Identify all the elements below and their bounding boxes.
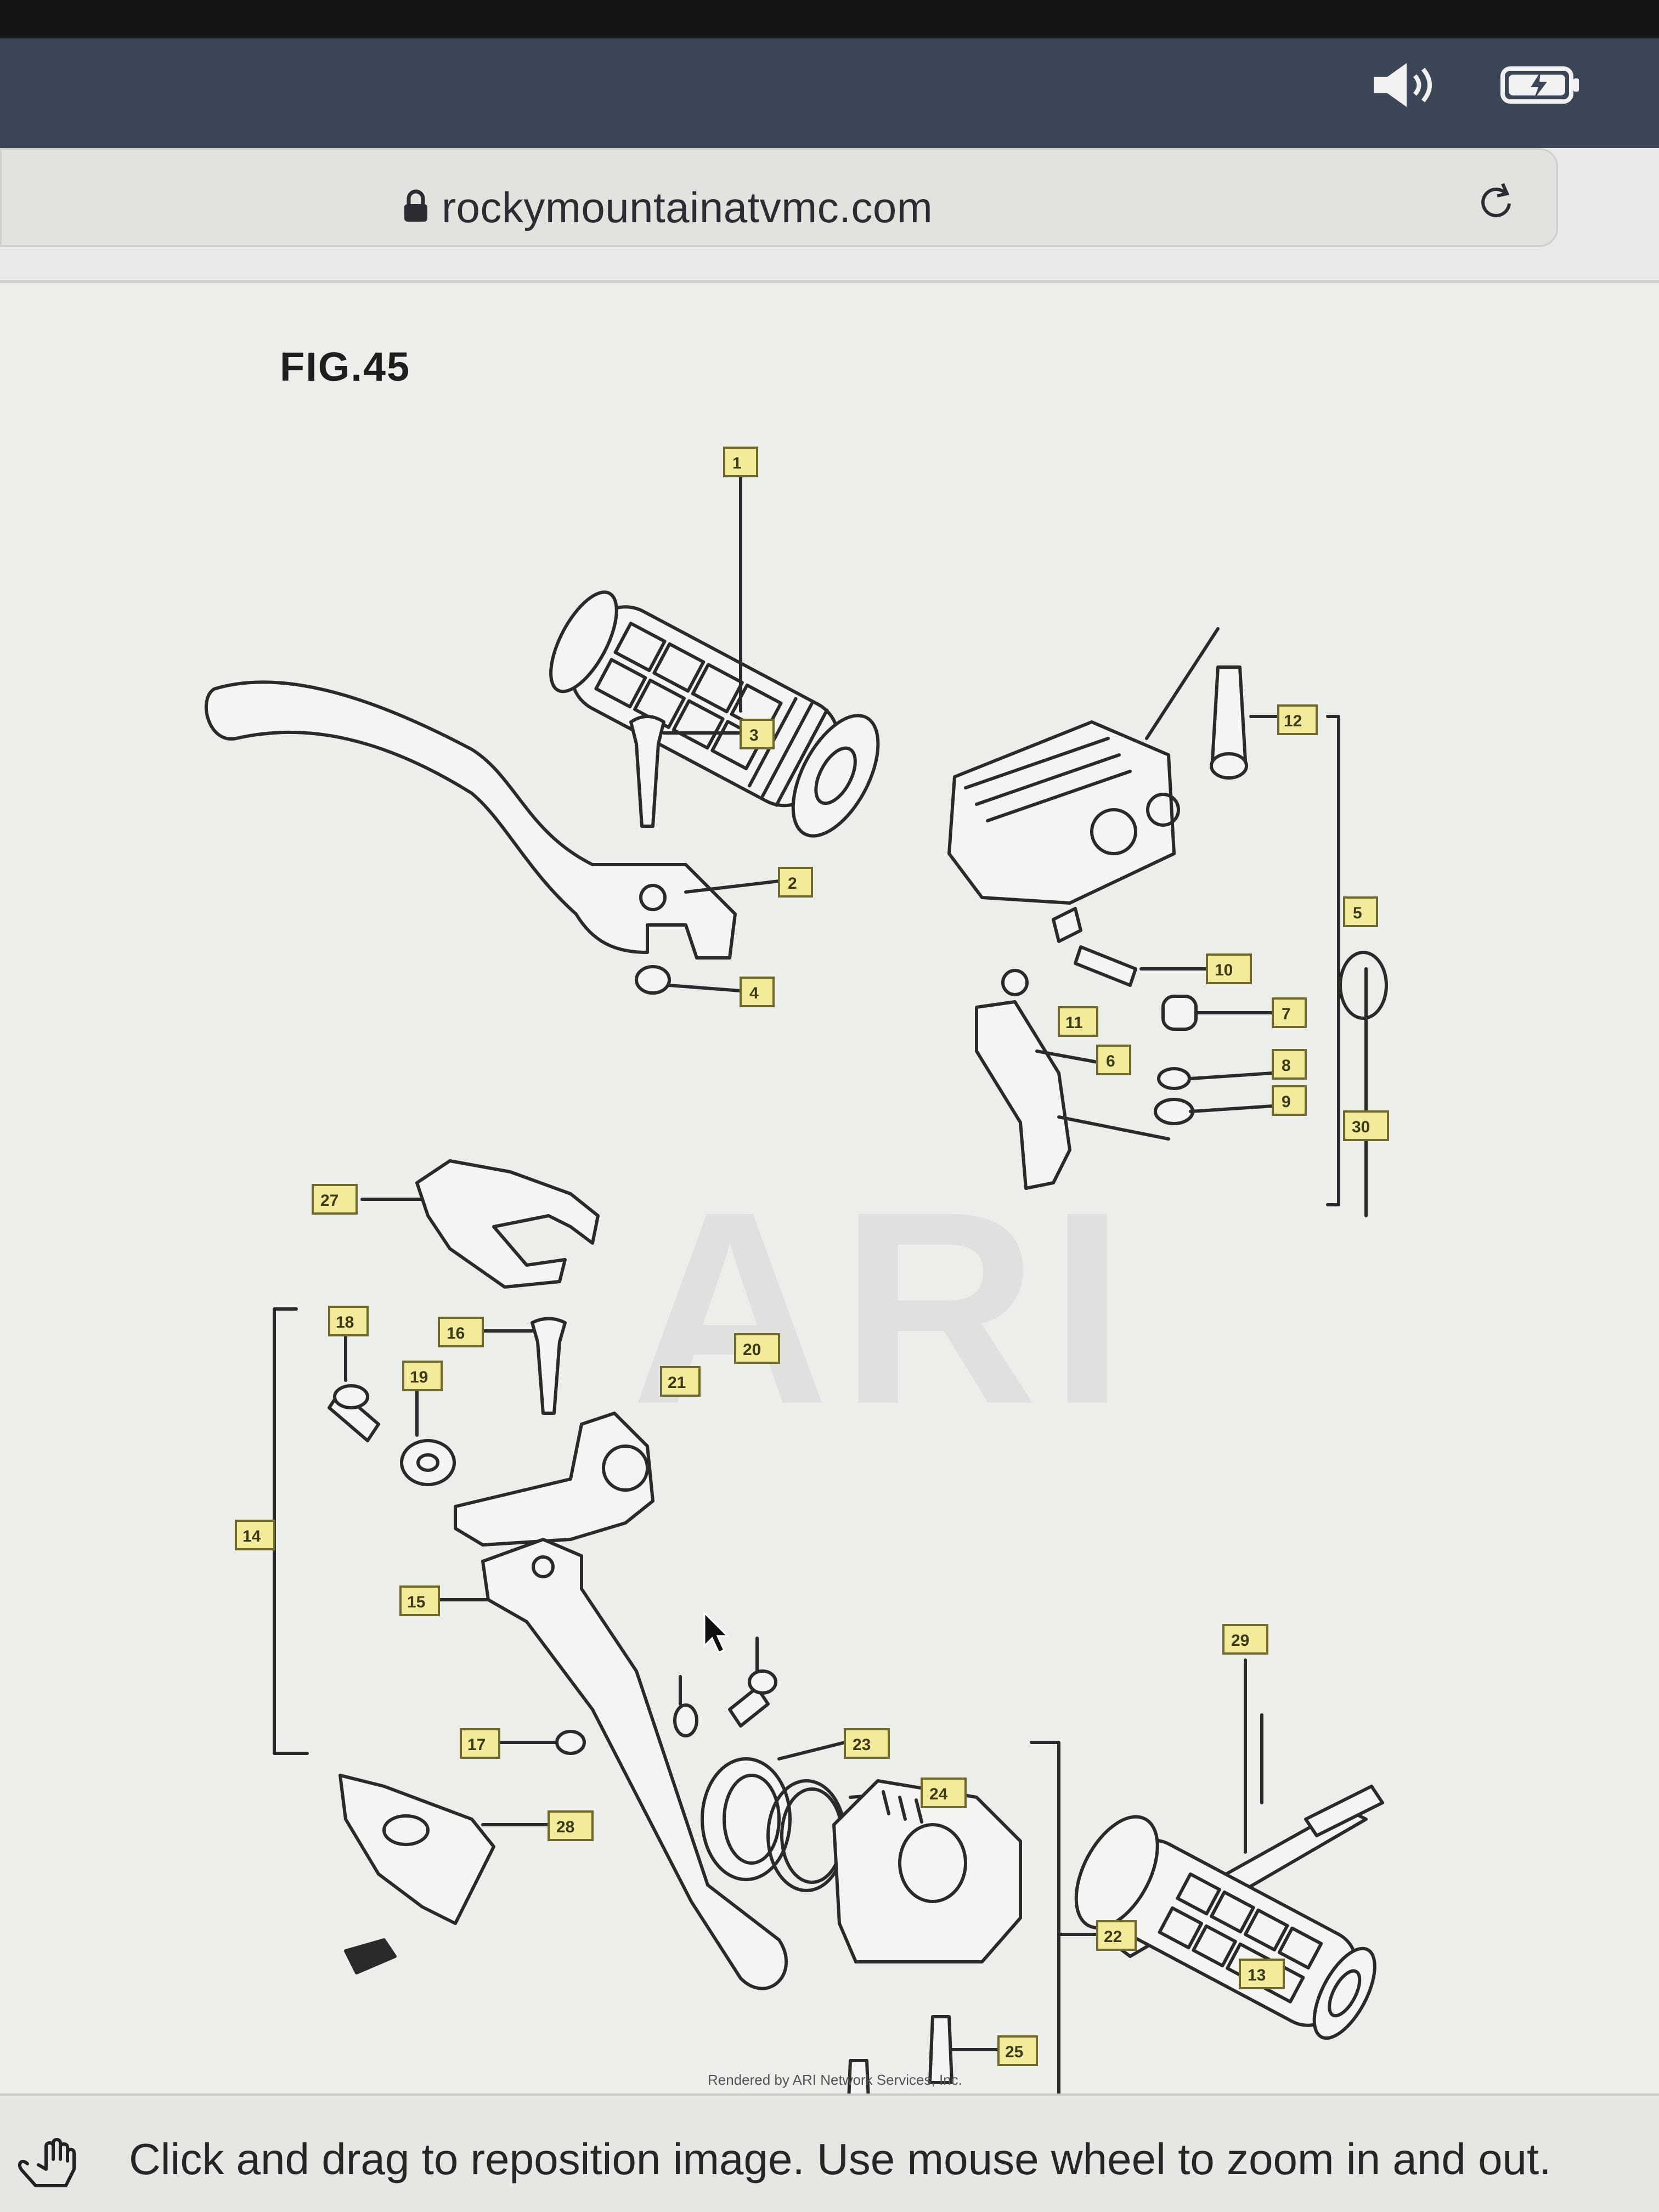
- callout-27[interactable]: 27: [312, 1184, 358, 1215]
- address-bar[interactable]: rockymountainatvmc.com: [0, 148, 1558, 247]
- lock-icon: [402, 189, 430, 227]
- callout-29[interactable]: 29: [1222, 1624, 1268, 1655]
- svg-text:22: 22: [1104, 1928, 1122, 1946]
- parts-diagram: 1 3 2 4 12 5 10 7 11 6 8 9 30 27 18 16 2…: [205, 447, 1389, 2094]
- callout-16[interactable]: 16: [438, 1317, 484, 1347]
- callout-14[interactable]: 14: [235, 1520, 275, 1550]
- svg-text:10: 10: [1215, 961, 1233, 979]
- svg-text:5: 5: [1353, 904, 1362, 922]
- instruction-bar: Click and drag to reposition image. Use …: [0, 2094, 1659, 2212]
- callout-11[interactable]: 11: [1058, 1006, 1098, 1037]
- svg-text:7: 7: [1282, 1005, 1291, 1023]
- svg-text:28: 28: [556, 1818, 574, 1836]
- callout-4[interactable]: 4: [740, 977, 775, 1007]
- svg-text:23: 23: [853, 1736, 871, 1754]
- svg-text:9: 9: [1282, 1093, 1291, 1111]
- callout-15[interactable]: 15: [399, 1585, 440, 1616]
- parts-diagram-viewer[interactable]: FIG.45 ARI: [0, 283, 1659, 2094]
- master-cylinder: [947, 627, 1220, 943]
- callout-22[interactable]: 22: [1096, 1920, 1137, 1951]
- svg-text:15: 15: [407, 1593, 425, 1611]
- callout-23[interactable]: 23: [844, 1728, 890, 1759]
- divider: [0, 280, 1659, 283]
- svg-text:29: 29: [1231, 1632, 1249, 1650]
- svg-text:27: 27: [320, 1192, 338, 1210]
- svg-text:24: 24: [929, 1785, 948, 1803]
- svg-text:17: 17: [467, 1736, 486, 1754]
- callout-10[interactable]: 10: [1206, 953, 1252, 984]
- callout-18[interactable]: 18: [328, 1306, 369, 1336]
- mouse-cursor-icon: [702, 1611, 730, 1657]
- figure-credit: Rendered by ARI Network Services, Inc.: [708, 2072, 962, 2088]
- svg-text:13: 13: [1248, 1966, 1266, 1984]
- svg-text:16: 16: [447, 1324, 465, 1342]
- bracket-27: [415, 1159, 600, 1289]
- callout-13[interactable]: 13: [1239, 1959, 1285, 1989]
- callout-5[interactable]: 5: [1343, 896, 1378, 927]
- svg-text:18: 18: [336, 1313, 354, 1331]
- url-text: rockymountainatvmc.com: [442, 183, 933, 232]
- svg-text:3: 3: [749, 726, 759, 744]
- svg-text:20: 20: [743, 1341, 761, 1359]
- svg-text:4: 4: [749, 984, 759, 1002]
- svg-text:14: 14: [242, 1527, 261, 1545]
- callout-9[interactable]: 9: [1272, 1085, 1307, 1116]
- callout-19[interactable]: 19: [402, 1361, 443, 1391]
- switch-housing: [832, 1779, 1022, 1963]
- svg-text:21: 21: [668, 1374, 686, 1392]
- svg-text:8: 8: [1282, 1057, 1291, 1075]
- volume-icon: [1368, 60, 1440, 110]
- callout-25[interactable]: 25: [997, 2035, 1038, 2066]
- callout-3[interactable]: 3: [740, 719, 775, 749]
- callout-28[interactable]: 28: [548, 1810, 594, 1841]
- callout-7[interactable]: 7: [1272, 997, 1307, 1028]
- callout-8[interactable]: 8: [1272, 1049, 1307, 1080]
- callout-17[interactable]: 17: [460, 1728, 500, 1759]
- svg-text:1: 1: [732, 454, 742, 472]
- svg-text:30: 30: [1352, 1118, 1370, 1136]
- callout-2[interactable]: 2: [778, 867, 813, 898]
- svg-text:2: 2: [788, 874, 797, 893]
- grip-top: [549, 590, 880, 838]
- watermark: ARI: [631, 1154, 1137, 1461]
- callout-24[interactable]: 24: [921, 1778, 967, 1808]
- callout-6[interactable]: 6: [1096, 1045, 1131, 1075]
- clutch-perch: [454, 1412, 654, 1547]
- svg-text:25: 25: [1005, 2043, 1023, 2061]
- reload-icon[interactable]: [1474, 178, 1518, 225]
- status-bar: [0, 38, 1659, 148]
- battery-charging-icon: [1500, 63, 1582, 107]
- callout-20[interactable]: 20: [734, 1333, 780, 1364]
- svg-text:11: 11: [1065, 1014, 1083, 1032]
- figure-title: FIG.45: [280, 344, 411, 390]
- instruction-text: Click and drag to reposition image. Use …: [129, 2135, 1551, 2183]
- svg-text:6: 6: [1106, 1052, 1115, 1070]
- svg-text:19: 19: [410, 1368, 428, 1386]
- lever-upper: [205, 680, 737, 960]
- callout-30[interactable]: 30: [1343, 1110, 1389, 1141]
- callout-12[interactable]: 12: [1277, 704, 1318, 735]
- callout-21[interactable]: 21: [660, 1366, 701, 1397]
- svg-text:12: 12: [1284, 712, 1302, 730]
- lever-lower: [481, 1538, 788, 1990]
- callout-1[interactable]: 1: [723, 447, 758, 477]
- hand-drag-icon: [11, 2131, 88, 2194]
